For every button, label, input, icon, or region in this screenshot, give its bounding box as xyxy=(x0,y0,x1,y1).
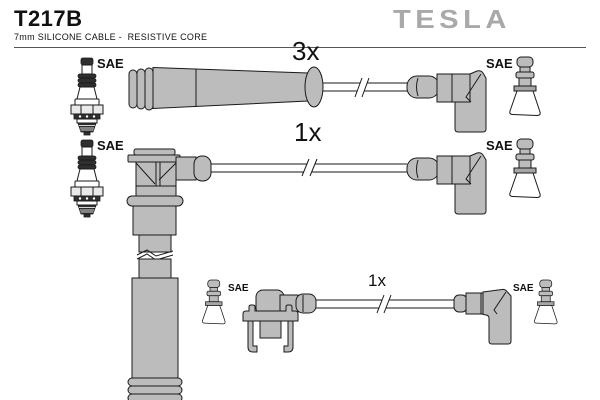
sae-label: SAE xyxy=(228,283,249,294)
cable-row-3: SAE 1x xyxy=(201,271,558,353)
qty-label: 1x xyxy=(294,117,321,147)
qty-label: 3x xyxy=(292,36,319,66)
wire xyxy=(314,294,455,314)
straight-plug-boot xyxy=(128,66,324,111)
sae-terminal-boot-icon xyxy=(533,279,558,325)
break-mark xyxy=(377,295,391,313)
elbow-boot xyxy=(453,288,512,345)
mounting-clip xyxy=(242,304,299,322)
header-divider xyxy=(14,47,586,48)
break-mark xyxy=(355,78,369,97)
sae-label: SAE xyxy=(486,138,513,153)
sae-label: SAE xyxy=(513,283,534,294)
wire xyxy=(210,158,407,177)
sae-terminal-boot-icon xyxy=(509,56,541,116)
sae-terminal-boot-icon xyxy=(201,279,226,325)
elbow-boot xyxy=(406,70,487,133)
cable-row-1: 3x SAE SAE xyxy=(70,36,541,136)
sae-label: SAE xyxy=(97,138,124,153)
part-number: T217B xyxy=(14,6,83,31)
cable-row-2: 1x SAE xyxy=(70,117,541,400)
subtitle: 7mm SILICONE CABLE - RESISTIVE CORE xyxy=(14,32,208,42)
elbow-boot xyxy=(406,152,487,215)
sae-terminal-boot-icon xyxy=(509,138,541,198)
tesla-logo: TESLA xyxy=(393,4,511,34)
sae-label: SAE xyxy=(486,56,513,71)
sae-label: SAE xyxy=(97,56,124,71)
qty-label: 1x xyxy=(368,271,386,290)
wire xyxy=(322,77,407,98)
elbow-boot-with-clip xyxy=(242,289,317,353)
break-mark xyxy=(302,159,317,176)
coil-plug-boot xyxy=(126,148,212,400)
